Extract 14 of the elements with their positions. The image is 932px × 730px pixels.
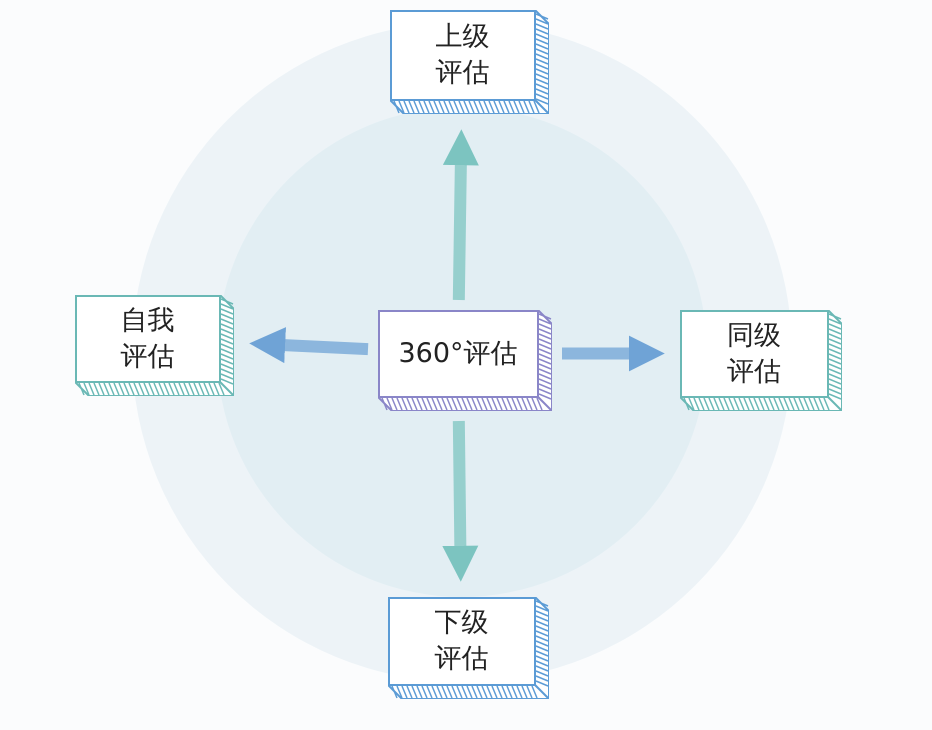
box xyxy=(378,310,552,411)
box xyxy=(75,295,234,396)
box xyxy=(680,310,842,411)
arrow xyxy=(442,420,478,582)
arrow xyxy=(562,336,665,372)
box xyxy=(390,10,549,114)
box xyxy=(388,597,549,699)
box-label: 上级评估 xyxy=(434,20,490,90)
box-label: 下级评估 xyxy=(434,606,490,676)
arrow xyxy=(249,327,368,364)
box-label: 360°评估 xyxy=(397,336,519,370)
arrow xyxy=(442,129,479,300)
box-label: 自我评估 xyxy=(120,304,176,374)
box-label: 同级评估 xyxy=(726,318,782,388)
